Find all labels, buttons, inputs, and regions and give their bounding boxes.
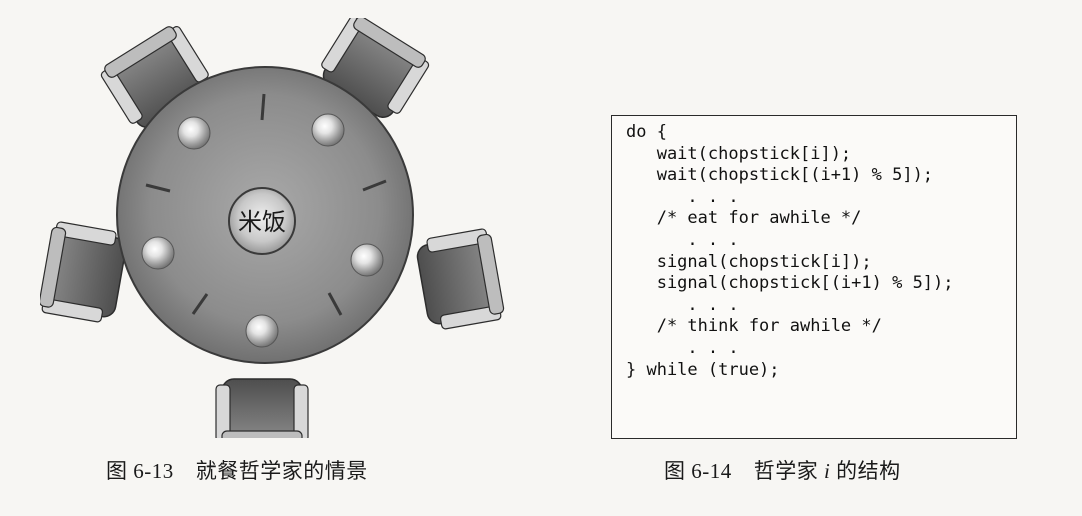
chopstick — [191, 293, 209, 315]
code-line: . . . — [626, 337, 739, 358]
code-line: wait(chopstick[i]); — [626, 143, 852, 164]
figure-caption: 图 6-13 就餐哲学家的情景 — [106, 455, 368, 485]
caption-text: 的结构 — [836, 459, 901, 483]
code-listing: do { wait(chopstick[i]); wait(chopstick[… — [626, 122, 954, 381]
chopstick — [327, 292, 343, 316]
plate — [311, 113, 345, 147]
chair — [215, 378, 309, 438]
code-line: /* think for awhile */ — [626, 316, 882, 337]
code-line: signal(chopstick[i]); — [626, 251, 872, 272]
dining-philosophers-figure: 米饭 — [40, 18, 505, 438]
code-line: } while (true); — [626, 359, 780, 380]
code-line: . . . — [626, 229, 739, 250]
rice-label: 米饭 — [238, 208, 286, 236]
code-line: signal(chopstick[(i+1) % 5]); — [626, 273, 954, 294]
chair — [416, 228, 505, 330]
plate — [350, 243, 384, 277]
caption-text: 哲学家 — [753, 459, 819, 483]
code-line: do { — [626, 122, 667, 142]
rice-bowl — [228, 187, 296, 255]
chopstick — [145, 183, 171, 193]
plate — [245, 314, 279, 348]
chair — [40, 221, 127, 323]
chopstick — [260, 93, 266, 121]
plate — [177, 116, 211, 150]
chopstick — [362, 179, 387, 192]
caption-text: 就餐哲学家的情景 — [195, 459, 368, 483]
figure-caption: 图 6-14 哲学家 i 的结构 — [664, 455, 901, 485]
code-line: . . . — [626, 186, 739, 207]
plate — [141, 236, 175, 270]
chair — [100, 26, 209, 128]
caption-number: 图 6-14 — [664, 459, 732, 483]
caption-variable: i — [824, 459, 831, 483]
code-line: /* eat for awhile */ — [626, 208, 862, 229]
caption-number: 图 6-13 — [106, 459, 174, 483]
code-listing-box: do { wait(chopstick[i]); wait(chopstick[… — [611, 115, 1017, 439]
code-line: wait(chopstick[(i+1) % 5]); — [626, 165, 934, 186]
code-line: . . . — [626, 294, 739, 315]
